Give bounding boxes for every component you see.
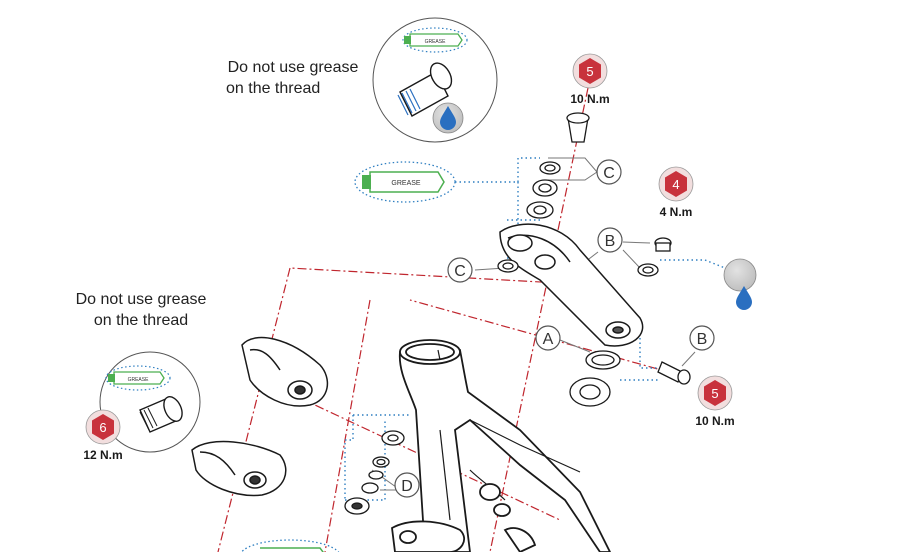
callout-c-left-label: C (454, 263, 466, 280)
torque-badge-left-6: 6 (85, 409, 121, 445)
dotted-d-stack (344, 415, 354, 500)
callout-b-upper: B (597, 227, 623, 253)
washer-c-left (497, 259, 519, 273)
torque-badge-right-4: 4 (658, 166, 694, 202)
grease-tube-bottom (239, 539, 341, 557)
axis-line-cross (409, 299, 691, 379)
callout-a-label: A (543, 331, 554, 348)
note-top: Do not use grease on the thread (218, 57, 368, 99)
torque-value-top-5: 10 N.m (570, 92, 610, 106)
callout-d-label: D (401, 478, 413, 495)
detail-circle-left: GREASE (99, 351, 201, 453)
torque-number-right-5: 5 (711, 386, 718, 401)
bolt-4nm (637, 237, 672, 277)
torque-value-right-4: 4 N.m (659, 205, 693, 219)
grease-tube-top: GREASE (402, 27, 468, 53)
bolt-b-right (657, 361, 691, 385)
d-stack (344, 430, 405, 515)
clamp-lower-left (191, 440, 287, 497)
frame (391, 339, 612, 554)
bearing-a (569, 350, 621, 407)
torque-value-right-5: 10 N.m (695, 414, 735, 428)
leader-b-right (681, 351, 696, 367)
leader-b-upper-3 (622, 249, 641, 269)
rocker-link (499, 223, 644, 347)
torque-number-right-4: 4 (672, 177, 679, 192)
callout-c-left: C (447, 257, 473, 283)
clamp-upper-left (241, 336, 329, 407)
torque-value-left-6: 12 N.m (83, 448, 123, 462)
leader-lines (371, 157, 696, 491)
axis-line-left (217, 267, 291, 553)
bolt-detail-left (139, 396, 183, 433)
note-left: Do not use grease on the thread (66, 289, 216, 331)
grease-label-medium: GREASE (391, 180, 421, 187)
callout-b-right: B (689, 325, 715, 351)
grease-label-small-left: GREASE (128, 377, 150, 383)
torque-badge-right-5: 5 (697, 375, 733, 411)
note-left-line-2: on the thread (93, 312, 189, 329)
leader-b-upper-2 (622, 241, 651, 244)
bolt-detail-top (397, 62, 453, 117)
leader-c-upper (548, 157, 598, 173)
grease-tube-medium: GREASE (354, 161, 456, 203)
torque-badge-top-5: 5 (572, 53, 608, 89)
detail-circle-top: GREASE (372, 17, 498, 143)
upper-bolt-stack (526, 112, 590, 219)
grease-tube-left: GREASE (105, 365, 171, 391)
callout-b-right-label: B (697, 331, 708, 348)
axis-line-main (489, 87, 589, 553)
drop-icon-right (723, 258, 757, 310)
grease-label-small-top: GREASE (425, 39, 447, 45)
callout-d: D (394, 472, 420, 498)
torque-number-top-5: 5 (586, 64, 593, 79)
callout-c-upper-label: C (603, 165, 615, 182)
note-top-line-2: on the thread (226, 80, 321, 97)
axis-line-mid (324, 299, 371, 553)
torque-number-left-6: 6 (99, 420, 106, 435)
callout-c-upper: C (596, 159, 622, 185)
callout-a: A (535, 325, 561, 351)
dotted-to-drop (660, 259, 726, 269)
note-left-line-1: Do not use grease (75, 291, 207, 308)
dotted-grease-to-c (455, 157, 540, 183)
leader-c-upper-2 (548, 171, 598, 181)
leader-a (559, 339, 591, 353)
callout-b-upper-label: B (605, 233, 616, 250)
note-top-line-1: Do not use grease (227, 59, 359, 76)
drop-icon-top (432, 102, 464, 134)
